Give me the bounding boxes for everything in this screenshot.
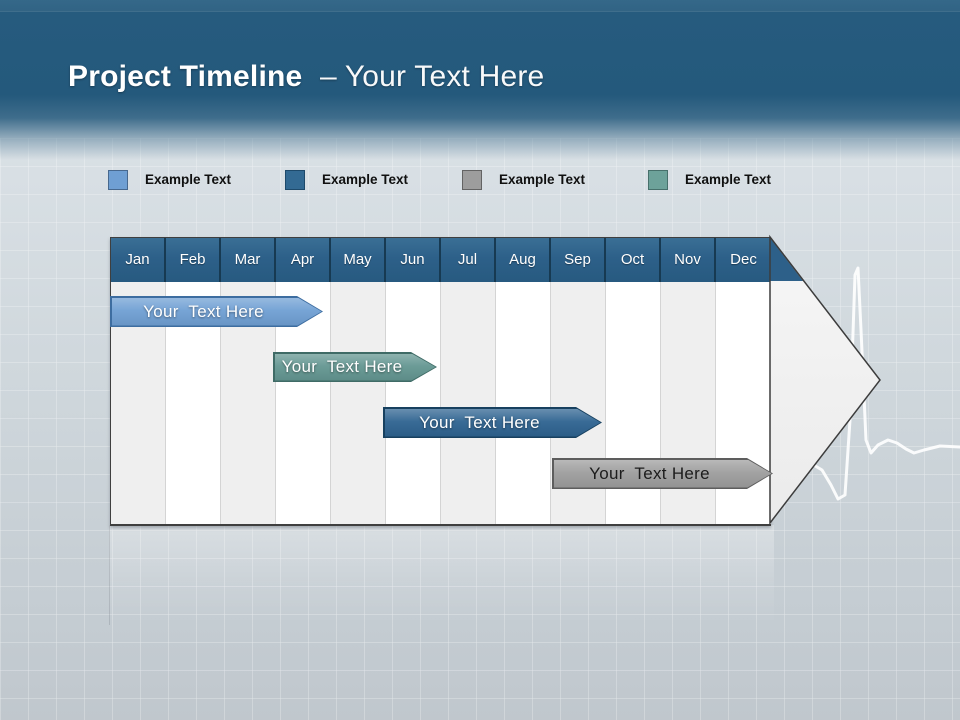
task-bar-shade [385, 409, 601, 437]
task-bar-fill [554, 460, 772, 488]
month-header-row: Jan Feb Mar Apr May Jun Jul Aug Sep Oct … [111, 238, 771, 282]
title-band: Project Timeline – Your Text Here [0, 0, 960, 165]
title-main: Project Timeline [68, 60, 303, 93]
column-stripe [386, 282, 441, 524]
column-stripe [496, 282, 551, 524]
task-bar-shade [554, 460, 772, 488]
month-cell-apr: Apr [276, 238, 331, 282]
chart-reflection [109, 525, 774, 625]
month-cell-may: May [331, 238, 386, 282]
legend-swatch-darkblue [285, 170, 305, 190]
month-cell-sep: Sep [551, 238, 606, 282]
legend-swatch-gray [462, 170, 482, 190]
task-bar-1: Your Text Here [110, 296, 323, 327]
task-bar-4: Your Text Here [552, 458, 773, 489]
task-bar-2: Your Text Here [273, 352, 437, 382]
month-cell-nov: Nov [661, 238, 716, 282]
month-cell-oct: Oct [606, 238, 661, 282]
task-bar-shade [112, 298, 322, 326]
legend-label: Example Text [499, 172, 586, 187]
month-cell-dec: Dec [716, 238, 771, 282]
month-cell-jul: Jul [441, 238, 496, 282]
task-bar-label: Your Text Here [281, 357, 403, 376]
legend-swatch-teal [648, 170, 668, 190]
month-cell-aug: Aug [496, 238, 551, 282]
legend-swatch-lightblue [108, 170, 128, 190]
month-cell-mar: Mar [221, 238, 276, 282]
month-cell-jan: Jan [111, 238, 166, 282]
slide-title: Project Timeline – Your Text Here [68, 60, 544, 94]
task-bar-label: Your Text Here [589, 463, 710, 483]
month-cell-feb: Feb [166, 238, 221, 282]
task-bar-3: Your Text Here [383, 407, 602, 438]
task-bar-label: Your Text Here [143, 301, 264, 321]
task-bar-label: Your Text Here [419, 412, 540, 432]
legend-label: Example Text [145, 172, 232, 187]
column-stripe [441, 282, 496, 524]
task-bar-fill [112, 298, 322, 326]
task-bar-fill [385, 409, 601, 437]
task-bar-fill [275, 354, 436, 381]
task-bar-shade [275, 354, 436, 381]
title-subtitle: – Your Text Here [319, 60, 545, 93]
column-stripe [331, 282, 386, 524]
legend-label: Example Text [322, 172, 409, 187]
legend-label: Example Text [685, 172, 772, 187]
month-cell-jun: Jun [386, 238, 441, 282]
